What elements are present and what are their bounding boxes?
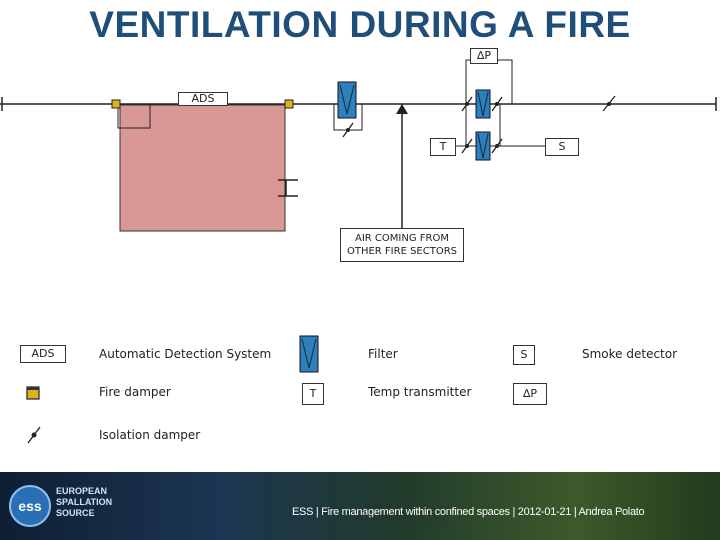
org-name: EUROPEAN SPALLATION SOURCE bbox=[56, 486, 112, 519]
org-line1: EUROPEAN bbox=[56, 486, 108, 496]
logo-text: ess bbox=[18, 498, 42, 514]
filter-icon bbox=[337, 81, 357, 119]
legend-filter-text: Filter bbox=[368, 347, 398, 361]
legend-s-symbol: S bbox=[513, 345, 535, 365]
fire-sector-room bbox=[119, 104, 286, 232]
legend-ads-symbol: ADS bbox=[20, 345, 66, 363]
fire-damper-icon bbox=[284, 99, 294, 109]
air-label-line2: OTHER FIRE SECTORS bbox=[346, 246, 457, 257]
org-line3: SOURCE bbox=[56, 508, 95, 518]
ads-box: ADS bbox=[178, 92, 228, 106]
temp-transmitter-box: T bbox=[430, 138, 456, 156]
ventilation-diagram bbox=[0, 59, 717, 444]
smoke-detector-box: S bbox=[545, 138, 579, 156]
footer-banner bbox=[0, 472, 720, 540]
legend-smoke-text: Smoke detector bbox=[582, 347, 678, 361]
legend-dp-symbol: ∆P bbox=[513, 383, 547, 405]
legend-isolation-text: Isolation damper bbox=[99, 428, 201, 442]
footer-credits: ESS | Fire management within confined sp… bbox=[292, 506, 645, 518]
air-inlet-label: AIR COMING FROM OTHER FIRE SECTORS bbox=[340, 228, 464, 262]
air-label-line1: AIR COMING FROM bbox=[355, 233, 449, 244]
legend-temp-text: Temp transmitter bbox=[368, 385, 472, 399]
legend-ads-text: Automatic Detection System bbox=[99, 347, 272, 361]
ess-logo-icon: ess bbox=[9, 485, 51, 527]
ads-wiring bbox=[117, 104, 151, 129]
arrow-icon bbox=[396, 104, 408, 114]
legend-fire-damper-text: Fire damper bbox=[99, 385, 171, 399]
page-title: VENTILATION DURING A FIRE bbox=[89, 4, 631, 45]
org-line2: SPALLATION bbox=[56, 497, 113, 507]
legend-t-symbol: T bbox=[302, 383, 324, 405]
legend-filter-icon bbox=[299, 335, 319, 373]
dp-box: ∆P bbox=[470, 48, 498, 64]
footer-overlay-text: Smoke detector bbox=[362, 512, 447, 526]
fire-damper-icon bbox=[111, 99, 121, 109]
